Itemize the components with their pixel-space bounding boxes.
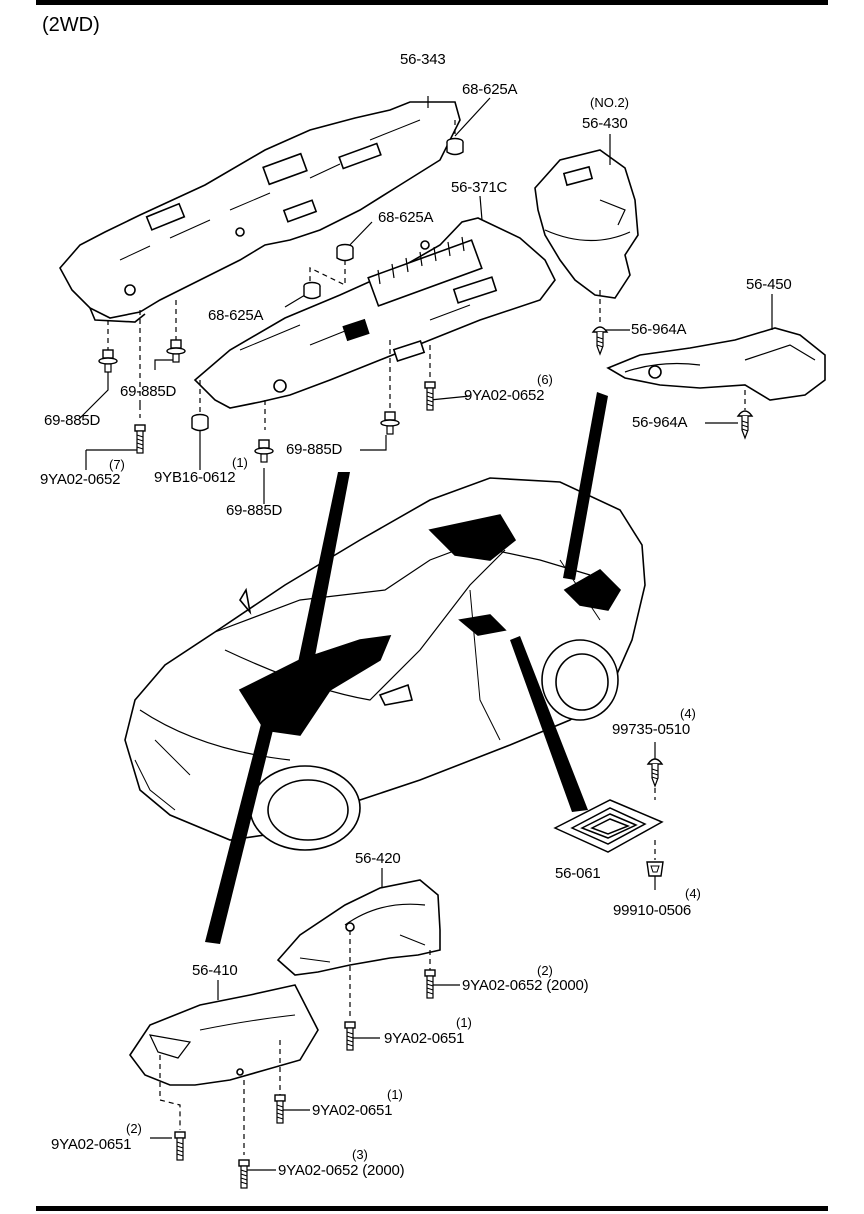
label-56-410: 56-410 (192, 962, 238, 979)
under-cover-56-371C (193, 217, 556, 409)
clip-nut-icon (646, 861, 664, 877)
label-68-625A: 68-625A (462, 81, 518, 98)
label-68-625A: 68-625A (378, 209, 434, 226)
clip-icon (166, 339, 186, 363)
qty-2: (2) (126, 1121, 142, 1136)
label-56-343: 56-343 (400, 51, 446, 68)
label-9YA02-0652: 9YA02-0652 (40, 471, 121, 488)
label-9YB16-0612: 9YB16-0612 (154, 469, 236, 486)
heat-shield-56-410 (129, 984, 319, 1086)
qty-4: (4) (680, 706, 696, 721)
screw-icon (647, 758, 663, 787)
heat-shield-56-420 (276, 879, 441, 976)
fasteners (98, 137, 753, 1189)
qty-6: (6) (537, 372, 553, 387)
qty-1: (1) (232, 455, 248, 470)
label-9YA02-0651: 9YA02-0651 (312, 1102, 393, 1119)
nut-icon (446, 137, 464, 156)
qty-3: (3) (352, 1147, 368, 1162)
label-9YA02-0652-2000: 9YA02-0652 (2000) (462, 977, 589, 994)
bottom-border (36, 1206, 828, 1211)
nut-icon (303, 281, 321, 300)
qty-7: (7) (109, 457, 125, 472)
label-9YA02-0652: 9YA02-0652 (464, 387, 545, 404)
label-69-885D: 69-885D (44, 412, 101, 429)
label-no2: (NO.2) (590, 95, 629, 110)
nut-icon (336, 243, 354, 262)
clip-icon (98, 349, 118, 373)
qty-2: (2) (537, 963, 553, 978)
bolt-icon (174, 1131, 186, 1161)
label-56-964A: 56-964A (631, 321, 687, 338)
floor-pad-56-061 (553, 799, 664, 853)
label-68-625A: 68-625A (208, 307, 264, 324)
qty-1: (1) (387, 1087, 403, 1102)
label-69-885D: 69-885D (120, 383, 177, 400)
bolt-icon (134, 424, 146, 454)
qty-4: (4) (685, 886, 701, 901)
label-56-964A: 56-964A (632, 414, 688, 431)
label-56-371C: 56-371C (451, 179, 508, 196)
bolt-icon (424, 381, 436, 411)
label-56-061: 56-061 (555, 865, 601, 882)
callout-pointers (205, 392, 608, 944)
label-9YA02-0652-2000: 9YA02-0652 (2000) (278, 1162, 405, 1179)
bolt-icon (344, 1021, 356, 1051)
qty-1: (1) (456, 1015, 472, 1030)
label-9YA02-0651: 9YA02-0651 (384, 1030, 465, 1047)
under-cover-56-430 (534, 149, 639, 299)
nut-icon (191, 413, 209, 432)
label-99735-0510: 99735-0510 (612, 721, 691, 738)
bolt-icon (238, 1159, 250, 1189)
clip-icon (380, 411, 400, 435)
label-9YA02-0651: 9YA02-0651 (51, 1136, 132, 1153)
under-cover-56-450 (606, 327, 826, 401)
label-99910-0506: 99910-0506 (613, 902, 692, 919)
under-cover-56-343 (59, 101, 461, 323)
screw-icon (592, 326, 608, 355)
leader-lines (79, 96, 773, 1171)
label-56-420: 56-420 (355, 850, 401, 867)
label-56-450: 56-450 (746, 276, 792, 293)
diagram-title: (2WD) (42, 14, 100, 36)
bolt-icon (274, 1094, 286, 1124)
screw-icon (737, 410, 753, 439)
clip-icon (254, 439, 274, 463)
label-69-885D: 69-885D (226, 502, 283, 519)
label-69-885D: 69-885D (286, 441, 343, 458)
bolt-icon (424, 969, 436, 999)
label-56-430: 56-430 (582, 115, 628, 132)
top-border (36, 0, 828, 5)
